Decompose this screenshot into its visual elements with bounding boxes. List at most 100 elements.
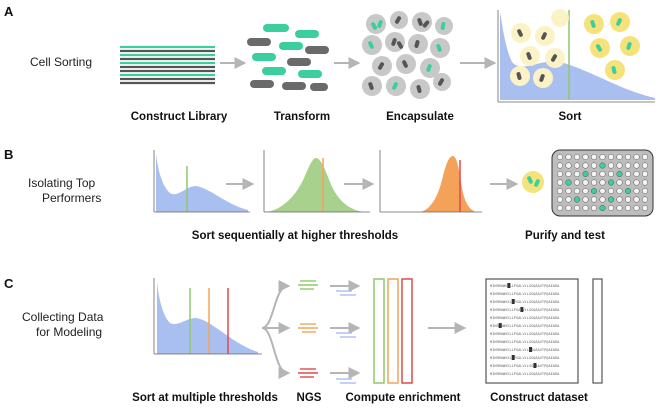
well	[582, 196, 589, 203]
mutation-marker	[507, 283, 511, 288]
sequence-row: MIKRMAWVSLLPSALVLLGSQAAVTPQAEADA	[490, 324, 560, 328]
sequence-row: MIKRMAWVSLLPSALVLLGSQAAVTPQAEADA	[490, 348, 560, 352]
well	[607, 153, 615, 161]
sequence-row: MIKRMAWVSLLPSALVLLGSQAAVTPQAEADA	[490, 332, 560, 336]
well	[624, 204, 632, 212]
well	[590, 170, 598, 178]
well	[607, 187, 615, 195]
well	[573, 179, 581, 186]
well	[565, 153, 572, 161]
well	[641, 196, 649, 203]
well	[582, 179, 589, 186]
section-b-letter: B	[4, 147, 13, 162]
well	[599, 153, 606, 161]
well	[573, 204, 581, 212]
well	[590, 204, 598, 212]
well	[573, 153, 581, 161]
threshold-plot-2	[263, 150, 370, 213]
well	[582, 170, 589, 178]
sequence-row: MIKRMAWVSLLPSALVLLGSQAAVTPQAEADA	[490, 308, 560, 312]
construct-library-icon	[120, 45, 215, 85]
well	[607, 204, 615, 212]
well	[582, 153, 589, 161]
sequence-row: MIKRMAWVSLLPSALVLLGSQAAVTPQAEADA	[490, 364, 560, 368]
well	[556, 179, 564, 186]
well	[573, 162, 581, 169]
section-b-caption: Sort sequentially at higher thresholds	[192, 230, 398, 242]
well	[607, 179, 615, 186]
well	[624, 162, 632, 169]
well	[582, 162, 589, 169]
well	[590, 196, 598, 203]
well	[633, 170, 640, 178]
well	[556, 162, 564, 169]
well	[590, 187, 598, 195]
well	[633, 179, 640, 186]
well	[590, 162, 598, 169]
well	[624, 179, 632, 186]
sequence-row: MIKRMAWVSLLPSALVLLGSQAAVTPQAEADA	[490, 284, 560, 288]
well	[556, 187, 564, 195]
well	[590, 179, 598, 186]
well	[633, 204, 640, 212]
sequence-row: MIKRMAWVSLLPSALVLLGSQAAVTPQAEADA	[490, 316, 560, 320]
step-compute-enrichment: Compute enrichment	[345, 392, 460, 404]
enrichment-columns	[373, 278, 413, 384]
well	[624, 196, 632, 203]
step-construct-library: Construct Library	[131, 111, 228, 123]
well	[624, 170, 632, 178]
well	[616, 179, 623, 186]
well	[641, 187, 649, 195]
step-ngs: NGS	[297, 392, 322, 404]
well	[624, 187, 632, 195]
well	[624, 153, 632, 161]
well	[599, 170, 606, 178]
well	[599, 187, 606, 195]
mutation-marker	[498, 323, 502, 328]
well	[565, 187, 572, 195]
well	[616, 153, 623, 161]
sequence-row: MIKRMAWVSLLPSALVLLGSQAAVTPQAEADA	[490, 372, 560, 376]
threshold-plot-3	[379, 150, 482, 213]
well	[641, 179, 649, 186]
sequence-row: MIKRMAWVSLLPSALVLLGSQAAVTPQAEADA	[490, 300, 560, 304]
sequence-row: MIKRMAWVSLLPSALVLLGSQAAVTPQAEADA	[490, 356, 560, 360]
sort-distribution-plot	[500, 9, 655, 100]
well	[573, 170, 581, 178]
section-b-title-line2: Performers	[42, 191, 101, 205]
well	[556, 170, 564, 178]
sequence-row: MIKRMAWVSLLPSALVLLGSQAAVTPQAEADA	[490, 292, 560, 296]
well	[599, 204, 606, 212]
dataset-table: MIKRMAWVSLLPSALVLLGSQAAVTPQAEADA MIKRMAWV…	[485, 278, 579, 384]
well	[607, 196, 615, 203]
well	[565, 179, 572, 186]
well	[616, 170, 623, 178]
well	[616, 196, 623, 203]
section-c-title-line2: for Modeling	[36, 325, 102, 339]
ngs-reads-icon	[298, 280, 318, 378]
well	[599, 179, 606, 186]
well	[641, 153, 649, 161]
well	[599, 196, 606, 203]
mutation-marker	[511, 355, 515, 360]
well	[599, 162, 606, 169]
mutation-marker	[529, 347, 533, 352]
well	[573, 196, 581, 203]
well	[607, 162, 615, 169]
multi-threshold-plot	[153, 278, 262, 355]
well	[556, 153, 564, 161]
section-b-title-line1: Isolating Top	[28, 176, 95, 190]
well-plate-icon	[551, 149, 654, 217]
well	[556, 204, 564, 212]
step-sort-multiple: Sort at multiple thresholds	[132, 392, 278, 404]
well	[633, 153, 640, 161]
step-construct-dataset: Construct dataset	[490, 392, 588, 404]
sequence-row: MIKRMAWVSLLPSALVLLGSQAAVTPQAEADA	[490, 340, 560, 344]
purified-droplet-icon	[522, 171, 544, 193]
step-transform: Transform	[274, 111, 330, 123]
well	[616, 204, 623, 212]
well	[633, 187, 640, 195]
well	[590, 153, 598, 161]
mutation-marker	[520, 307, 524, 312]
